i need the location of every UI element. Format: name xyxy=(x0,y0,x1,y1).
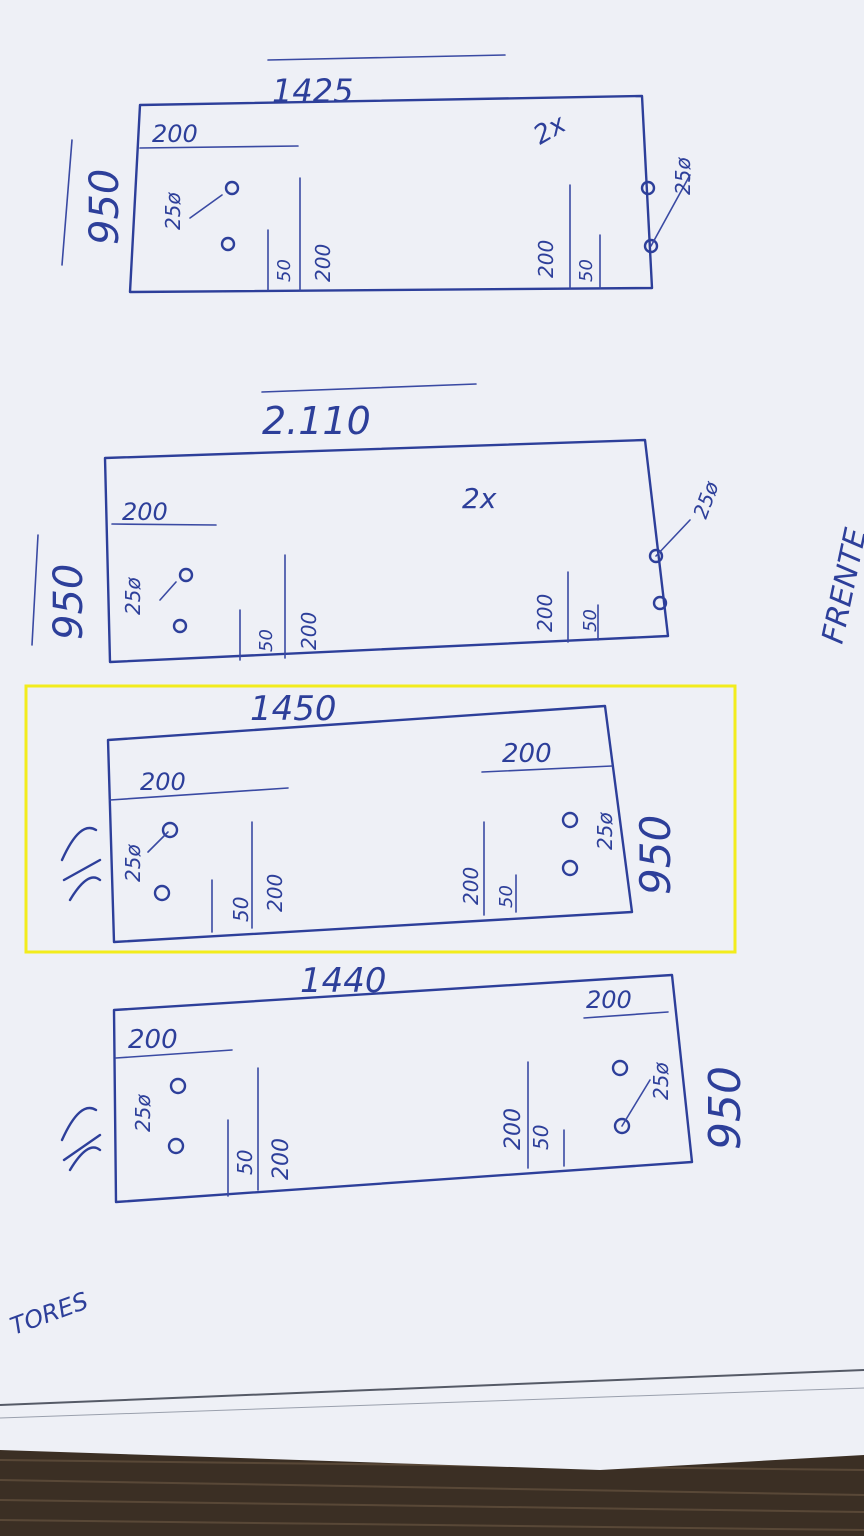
panel-4-left-hole-label: 25ø xyxy=(131,1094,155,1132)
panel-4-hole-leader-right xyxy=(621,1079,651,1127)
panel-2-hole-lower-right-icon xyxy=(652,595,668,611)
panel-2-left-mark-small: 50 xyxy=(256,629,277,652)
panel-3-left-mark-small: 50 xyxy=(229,897,253,922)
panel-2-top-rule xyxy=(261,383,477,393)
panel-3-hole-lower-right-icon xyxy=(561,859,579,877)
panel-3-side-height: 950 xyxy=(631,815,680,895)
panel-2-right-mark-small: 50 xyxy=(580,609,601,632)
panel-3-right-mark-large: 200 xyxy=(459,867,483,905)
panel-4-scribble xyxy=(60,1106,102,1172)
panel-4-right-offset: 200 xyxy=(586,986,632,1014)
highlight-box xyxy=(24,684,737,954)
paper-sheet xyxy=(0,0,864,1470)
panel-1-outline xyxy=(128,94,654,294)
panel-4-hole-lower-right-icon xyxy=(613,1117,631,1135)
panel-3-right-offset-line xyxy=(481,765,613,773)
panel-2-height-rule xyxy=(31,534,39,646)
panel-2-top-length: 2.110 xyxy=(262,399,371,443)
panel-2-hole-lower-left-icon xyxy=(172,618,188,634)
panel-4-right-offset-line xyxy=(583,1011,669,1019)
panel-2-side-height: 950 xyxy=(46,564,92,640)
panel-1-hole-lower-left-icon xyxy=(220,236,236,252)
panel-4-left-mark-large: 200 xyxy=(269,1138,294,1180)
panel-1-right-hole-label: 25ø xyxy=(671,157,695,195)
panel-3-hole-leader-left xyxy=(147,831,169,853)
panel-4-outline xyxy=(112,973,694,1204)
panel-3-hole-upper-right-icon xyxy=(561,811,579,829)
panel-4-hole-upper-right-icon xyxy=(611,1059,629,1077)
panel-2-left-offset: 200 xyxy=(122,498,168,526)
panel-1-height-rule xyxy=(61,139,73,266)
panel-2-left-offset-line xyxy=(111,523,217,526)
panel-3-left-offset-line xyxy=(109,787,289,801)
panel-1-right-mark-large: 200 xyxy=(534,240,558,278)
panel-4-left-offset: 200 xyxy=(128,1025,178,1055)
panel-4-right-mark-large: 200 xyxy=(501,1108,526,1150)
panel-1-left-offset-line xyxy=(139,145,299,149)
panel-3-right-hole-label: 25ø xyxy=(593,812,617,850)
panel-4-right-hole-label: 25ø xyxy=(649,1062,673,1100)
panel-2-right-mark-large: 200 xyxy=(533,594,557,632)
panel-1-top-rule xyxy=(267,54,506,61)
panel-2-drawing: 2.110 950 2x 200 25ø 50 200 200 50 25ø xyxy=(31,383,724,664)
panel-4-side-height: 950 xyxy=(700,1066,751,1150)
panel-2-outline xyxy=(103,438,670,664)
panel-1-hole-leader-right xyxy=(650,174,691,247)
panel-1-left-mark-small: 50 xyxy=(274,259,295,282)
panel-2-hole-leader-left xyxy=(159,581,177,601)
panel-2-hole-upper-left-icon xyxy=(178,567,194,583)
panel-1-hole-leader-left xyxy=(189,194,223,219)
panel-1-drawing: 1425 950 2x 200 25ø 50 200 200 50 25ø xyxy=(61,54,695,294)
panel-2-quantity: 2x xyxy=(462,482,497,515)
panel-3-drawing: 1450 950 200 200 25ø 50 200 200 50 25ø xyxy=(60,689,680,944)
panel-3-right-mark-small: 50 xyxy=(496,885,517,908)
panel-3-right-offset: 200 xyxy=(502,739,552,769)
panel-4-right-mark-small: 50 xyxy=(529,1125,553,1150)
panel-2-left-hole-label: 25ø xyxy=(121,577,145,615)
panel-3-left-offset: 200 xyxy=(140,768,186,796)
panel-3-hole-upper-left-icon xyxy=(161,821,179,839)
panel-1-side-height: 950 xyxy=(82,169,128,245)
panel-4-drawing: 1440 950 200 200 25ø 50 200 200 50 25ø xyxy=(60,961,751,1204)
panel-3-outline xyxy=(106,704,634,944)
panel-1-right-mark-small: 50 xyxy=(576,259,597,282)
panel-1-hole-upper-right-icon xyxy=(640,180,656,196)
panel-3-hole-lower-left-icon xyxy=(153,884,171,902)
panel-4-hole-lower-left-icon xyxy=(167,1137,185,1155)
paper-fold-line xyxy=(0,1369,864,1406)
panel-1-left-hole-label: 25ø xyxy=(161,192,185,230)
panel-1-hole-upper-left-icon xyxy=(224,180,240,196)
panel-4-left-offset-line xyxy=(115,1049,233,1059)
panel-1-left-mark-large: 200 xyxy=(311,244,335,282)
panel-2-hole-upper-right-icon xyxy=(648,548,664,564)
panel-4-left-mark-small: 50 xyxy=(233,1150,257,1175)
panel-1-hole-lower-right-icon xyxy=(643,238,659,254)
panel-3-top-length: 1450 xyxy=(250,689,337,729)
panel-2-hole-leader-right xyxy=(655,519,691,557)
panel-2-left-mark-large: 200 xyxy=(297,612,321,650)
wood-grain xyxy=(0,1459,864,1531)
panel-3-scribble xyxy=(60,826,102,902)
panel-4-hole-upper-left-icon xyxy=(169,1077,187,1095)
panel-1-top-length: 1425 xyxy=(272,72,353,110)
panel-3-left-hole-label: 25ø xyxy=(121,844,145,882)
panel-3-left-mark-large: 200 xyxy=(263,874,287,912)
paper-edge-line xyxy=(0,1387,864,1419)
panel-1-left-offset: 200 xyxy=(152,120,198,148)
